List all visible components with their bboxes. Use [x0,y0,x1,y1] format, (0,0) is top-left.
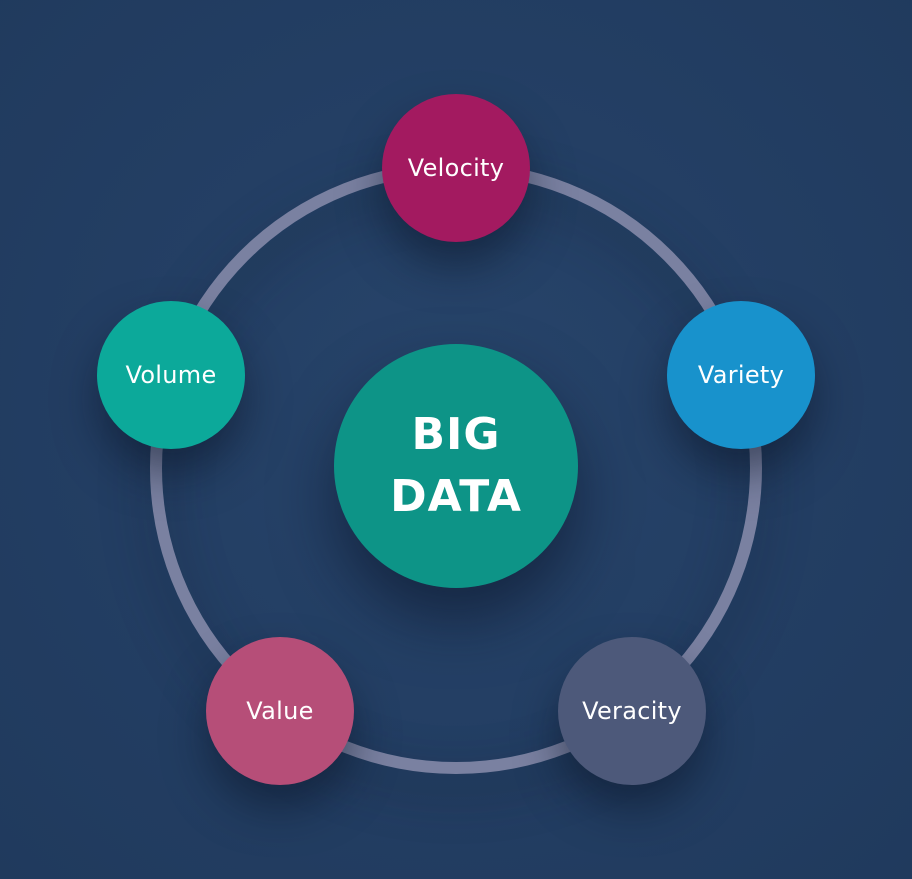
node-volume: Volume [97,301,245,449]
node-velocity: Velocity [382,94,530,242]
node-label-variety: Variety [697,361,785,389]
node-label-volume: Volume [125,361,217,389]
node-variety: Variety [667,301,815,449]
node-label-value: Value [246,697,314,725]
node-veracity: Veracity [558,637,706,785]
center-label-line1: BIG [411,408,501,460]
node-label-velocity: Velocity [407,154,505,182]
center-label-line2: DATA [390,471,522,522]
node-label-veracity: Veracity [582,697,682,725]
center-node-big-data: BIG DATA [334,344,578,588]
node-value: Value [206,637,354,785]
